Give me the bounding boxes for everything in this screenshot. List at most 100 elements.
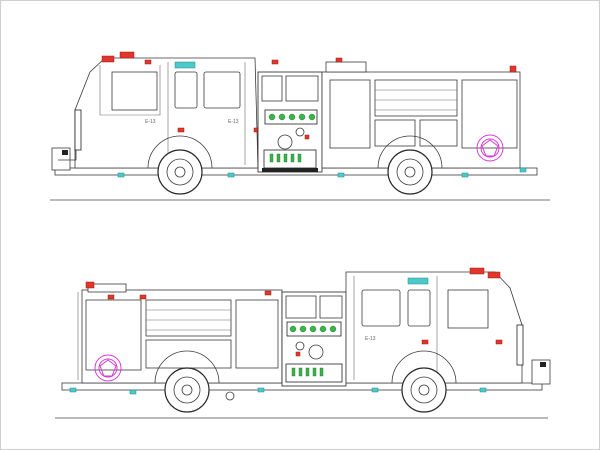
pump-step bbox=[262, 168, 318, 172]
fuel-cap-2 bbox=[225, 391, 235, 401]
marker-light-2-4 bbox=[371, 387, 379, 393]
pump-handle-3 bbox=[283, 153, 288, 163]
pump-valve-2-5 bbox=[329, 325, 337, 333]
pump-handle-2-5 bbox=[319, 367, 324, 377]
grille bbox=[74, 109, 82, 151]
rear-cab-window-1 bbox=[174, 71, 198, 109]
compartment-door-1 bbox=[329, 79, 371, 149]
rear-rim-2 bbox=[173, 376, 201, 404]
compartment-door-2-4 bbox=[235, 299, 279, 369]
rear-wheel-arch bbox=[377, 135, 443, 169]
compartments-2 bbox=[77, 281, 283, 384]
marker-light-1 bbox=[117, 172, 125, 178]
bumper-light-2 bbox=[540, 362, 546, 367]
cab-label-1: E-13 bbox=[145, 119, 156, 125]
rear-wheel-arch-2 bbox=[154, 350, 220, 384]
rear-warning-light-2 bbox=[85, 281, 95, 289]
grille-2 bbox=[516, 324, 524, 366]
body-light-2c bbox=[264, 290, 272, 296]
front-rim bbox=[166, 158, 194, 186]
rear-wheel bbox=[387, 149, 433, 195]
front-cab-window-2 bbox=[447, 289, 489, 329]
front-hub-2 bbox=[418, 384, 430, 396]
cab-label-2: E-13 bbox=[228, 119, 239, 125]
cab-window-frame bbox=[99, 65, 161, 116]
truck-right-side-view: E-13 bbox=[55, 267, 551, 419]
pump-relief-valve bbox=[304, 134, 310, 140]
front-wheel-arch-2 bbox=[391, 350, 457, 384]
compartment-door-3 bbox=[374, 119, 416, 147]
cab-warning-light-top bbox=[119, 51, 135, 59]
rear-hub bbox=[404, 166, 416, 178]
cab-rear-light bbox=[271, 59, 279, 65]
truck-left-side-view: E-13 E-13 bbox=[50, 51, 550, 201]
pump-handle-2 bbox=[276, 153, 281, 163]
marker-light-2-3 bbox=[257, 387, 265, 393]
rear-cab-window-2-2 bbox=[407, 289, 431, 327]
pump-valve-3 bbox=[288, 113, 296, 121]
pump-panel bbox=[257, 71, 323, 173]
front-wheel bbox=[157, 149, 203, 195]
body-top-rail bbox=[325, 61, 367, 73]
emblem-top bbox=[476, 134, 504, 162]
pump-handle-2-4 bbox=[312, 367, 317, 377]
pump-handle-2-1 bbox=[291, 367, 296, 377]
pump-gauge-block-2 bbox=[285, 75, 319, 102]
pump-master-gauge-2 bbox=[308, 344, 324, 360]
pump-gauge-block-2-2 bbox=[319, 295, 343, 319]
pump-gauge-block-2-1 bbox=[285, 295, 317, 319]
front-hub bbox=[174, 166, 186, 178]
cab-side-light-2-1 bbox=[421, 339, 429, 345]
emblem-bottom bbox=[94, 354, 122, 382]
bumper-light bbox=[62, 150, 68, 155]
marker-light-2-1 bbox=[69, 387, 77, 393]
compartments bbox=[321, 57, 521, 169]
compartment-door-4 bbox=[419, 119, 458, 147]
marker-light-2-2 bbox=[129, 389, 137, 395]
cab-2: E-13 bbox=[345, 267, 524, 384]
cab-marker-light-2 bbox=[407, 277, 429, 285]
cab-marker-light bbox=[174, 61, 196, 69]
marker-light-4 bbox=[461, 172, 469, 178]
pump-valve-5 bbox=[308, 113, 316, 121]
cab: E-13 E-13 bbox=[58, 51, 279, 169]
compartment-door-5 bbox=[461, 79, 518, 149]
cab-body-2 bbox=[345, 271, 523, 384]
cab-warning-light-front bbox=[101, 55, 115, 63]
compartment-door-2-1 bbox=[85, 299, 142, 371]
body-top-light bbox=[335, 57, 343, 63]
pump-valve-4 bbox=[298, 113, 306, 121]
marker-light-2-5 bbox=[479, 387, 487, 393]
rear-wheel-2 bbox=[164, 367, 210, 413]
pump-valve-2-1 bbox=[289, 325, 297, 333]
pump-handle-2-2 bbox=[298, 367, 303, 377]
front-rim-2 bbox=[410, 376, 438, 404]
compartment-door-2-3 bbox=[145, 339, 232, 369]
cab-warning-light-top-2 bbox=[469, 267, 485, 275]
pump-panel-2 bbox=[281, 291, 347, 387]
pump-valve-2-4 bbox=[319, 325, 327, 333]
rear-warning-light bbox=[509, 65, 517, 73]
pump-handle-5 bbox=[297, 153, 302, 163]
cab-side-light-1 bbox=[177, 127, 185, 133]
marker-light-5 bbox=[519, 167, 527, 173]
body-light-2b bbox=[139, 294, 147, 300]
marker-light-2 bbox=[227, 172, 235, 178]
pump-gauge-block-1 bbox=[261, 75, 283, 102]
front-wheel-arch bbox=[147, 135, 213, 169]
rear-rim bbox=[396, 158, 424, 186]
front-cab-window bbox=[111, 71, 158, 111]
pump-gauge-small bbox=[295, 127, 305, 137]
pump-handle-4 bbox=[290, 153, 295, 163]
pump-valve-2-2 bbox=[299, 325, 307, 333]
pump-valve-2 bbox=[278, 113, 286, 121]
cab-small-light bbox=[144, 59, 152, 65]
rear-cab-window-2 bbox=[203, 71, 241, 109]
rear-cab-window-2-1 bbox=[361, 289, 401, 327]
pump-handle-1 bbox=[269, 153, 274, 163]
cab-side-light-2-2 bbox=[495, 339, 503, 345]
cab-label-bottom: E-13 bbox=[365, 336, 376, 342]
compartment-door-2-2 bbox=[145, 299, 232, 337]
marker-light-3 bbox=[337, 172, 345, 178]
